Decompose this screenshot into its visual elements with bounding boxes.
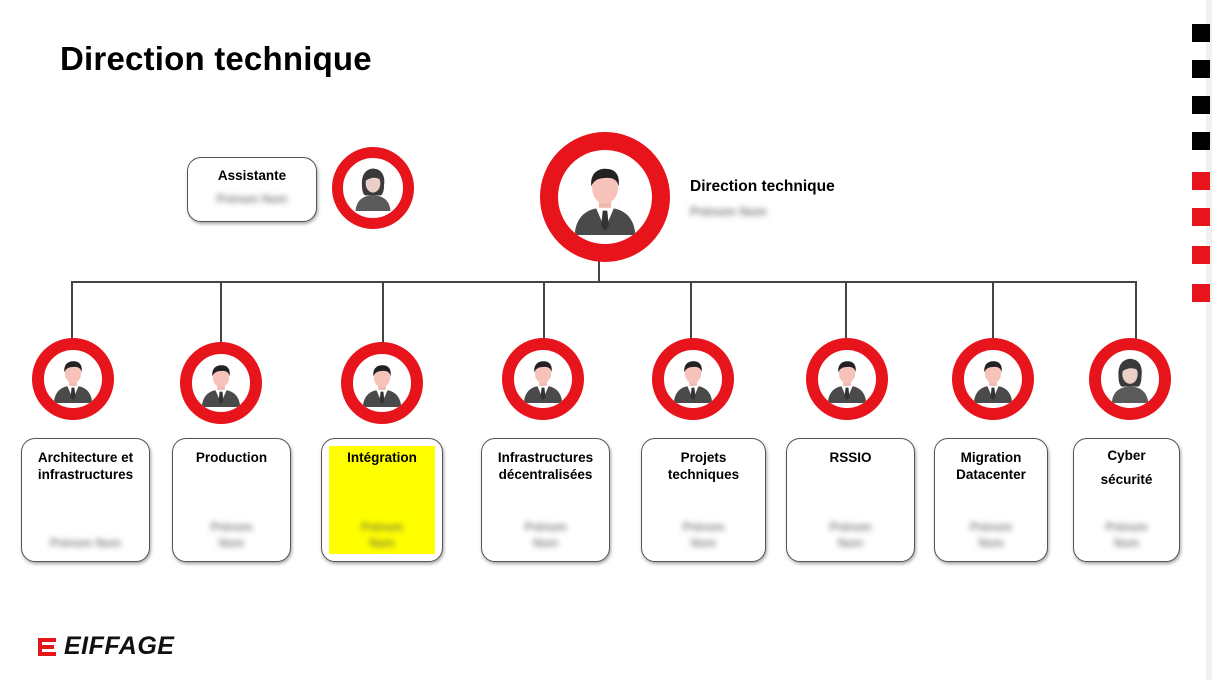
department-card-rssio[interactable]: RSSIO Prénom Nom: [786, 438, 915, 562]
man-avatar-icon: [806, 338, 888, 420]
branch-connector: [845, 281, 847, 341]
department-name: Prénom Nom: [682, 520, 725, 550]
department-role: Architecture et infrastructures: [37, 450, 134, 482]
deco-square: [1192, 284, 1210, 302]
director-label[interactable]: Direction technique Prénom Nom: [690, 178, 835, 219]
man-avatar-icon: [540, 132, 670, 262]
branch-connector: [543, 281, 545, 341]
department-role: Production: [195, 450, 268, 465]
man-avatar-icon: [502, 338, 584, 420]
horizontal-connector: [71, 281, 1136, 283]
deco-square: [1192, 208, 1210, 226]
man-avatar-icon: [180, 342, 262, 424]
branch-connector: [71, 281, 73, 341]
director-name: Prénom Nom: [690, 204, 767, 219]
eiffage-logo-text: EIFFAGE: [64, 632, 175, 660]
woman-avatar-icon: [332, 147, 414, 229]
man-avatar-icon: [341, 342, 423, 424]
branch-connector: [992, 281, 994, 341]
department-role: Projets techniques: [667, 450, 740, 482]
department-role: RSSIO: [829, 450, 872, 465]
department-name: Prénom Nom: [210, 520, 253, 550]
deco-square: [1192, 24, 1210, 42]
department-card-production[interactable]: Production Prénom Nom: [172, 438, 291, 562]
department-name: Prénom Nom: [969, 520, 1013, 550]
assistant-name: Prénom Nom: [216, 192, 288, 206]
eiffage-logo-mark-icon: [38, 637, 56, 656]
deco-square: [1192, 60, 1210, 78]
department-card-projets[interactable]: Projets techniques Prénom Nom: [641, 438, 766, 562]
woman-avatar-icon: [1089, 338, 1171, 420]
department-name: Prénom Nom: [524, 520, 567, 550]
man-avatar-icon: [652, 338, 734, 420]
department-role: Migration Datacenter: [956, 450, 1026, 482]
department-name: Prénom Nom: [50, 536, 121, 550]
assistant-card[interactable]: Assistante Prénom Nom: [187, 157, 317, 222]
assistant-role: Assistante: [217, 168, 287, 183]
department-role: Intégration: [347, 450, 417, 465]
branch-connector: [220, 281, 222, 344]
department-role: Infrastructures décentralisées: [497, 450, 594, 482]
deco-square: [1192, 246, 1210, 264]
highlight-background: [329, 446, 435, 554]
eiffage-logo: EIFFAGE: [36, 632, 174, 661]
branch-connector: [690, 281, 692, 341]
branch-connector: [1135, 281, 1137, 341]
department-card-infrastructures[interactable]: Infrastructures décentralisées Prénom No…: [481, 438, 610, 562]
department-name: Prénom Nom: [829, 520, 872, 550]
department-card-architecture[interactable]: Architecture et infrastructures Prénom N…: [21, 438, 150, 562]
deco-square: [1192, 172, 1210, 190]
right-edge-strip: [1206, 0, 1212, 680]
deco-square: [1192, 96, 1210, 114]
department-role: Cyber sécurité: [1100, 448, 1153, 487]
man-avatar-icon: [32, 338, 114, 420]
branch-connector: [382, 281, 384, 344]
department-card-integration[interactable]: Intégration Prénom Nom: [321, 438, 443, 562]
man-avatar-icon: [952, 338, 1034, 420]
department-card-migration[interactable]: Migration Datacenter Prénom Nom: [934, 438, 1048, 562]
director-role: Direction technique: [690, 178, 835, 195]
page-title: Direction technique: [60, 40, 372, 77]
department-name: Prénom Nom: [1105, 520, 1148, 550]
department-card-cyber[interactable]: Cyber sécurité Prénom Nom: [1073, 438, 1180, 562]
department-name: Prénom Nom: [360, 520, 404, 550]
deco-square: [1192, 132, 1210, 150]
